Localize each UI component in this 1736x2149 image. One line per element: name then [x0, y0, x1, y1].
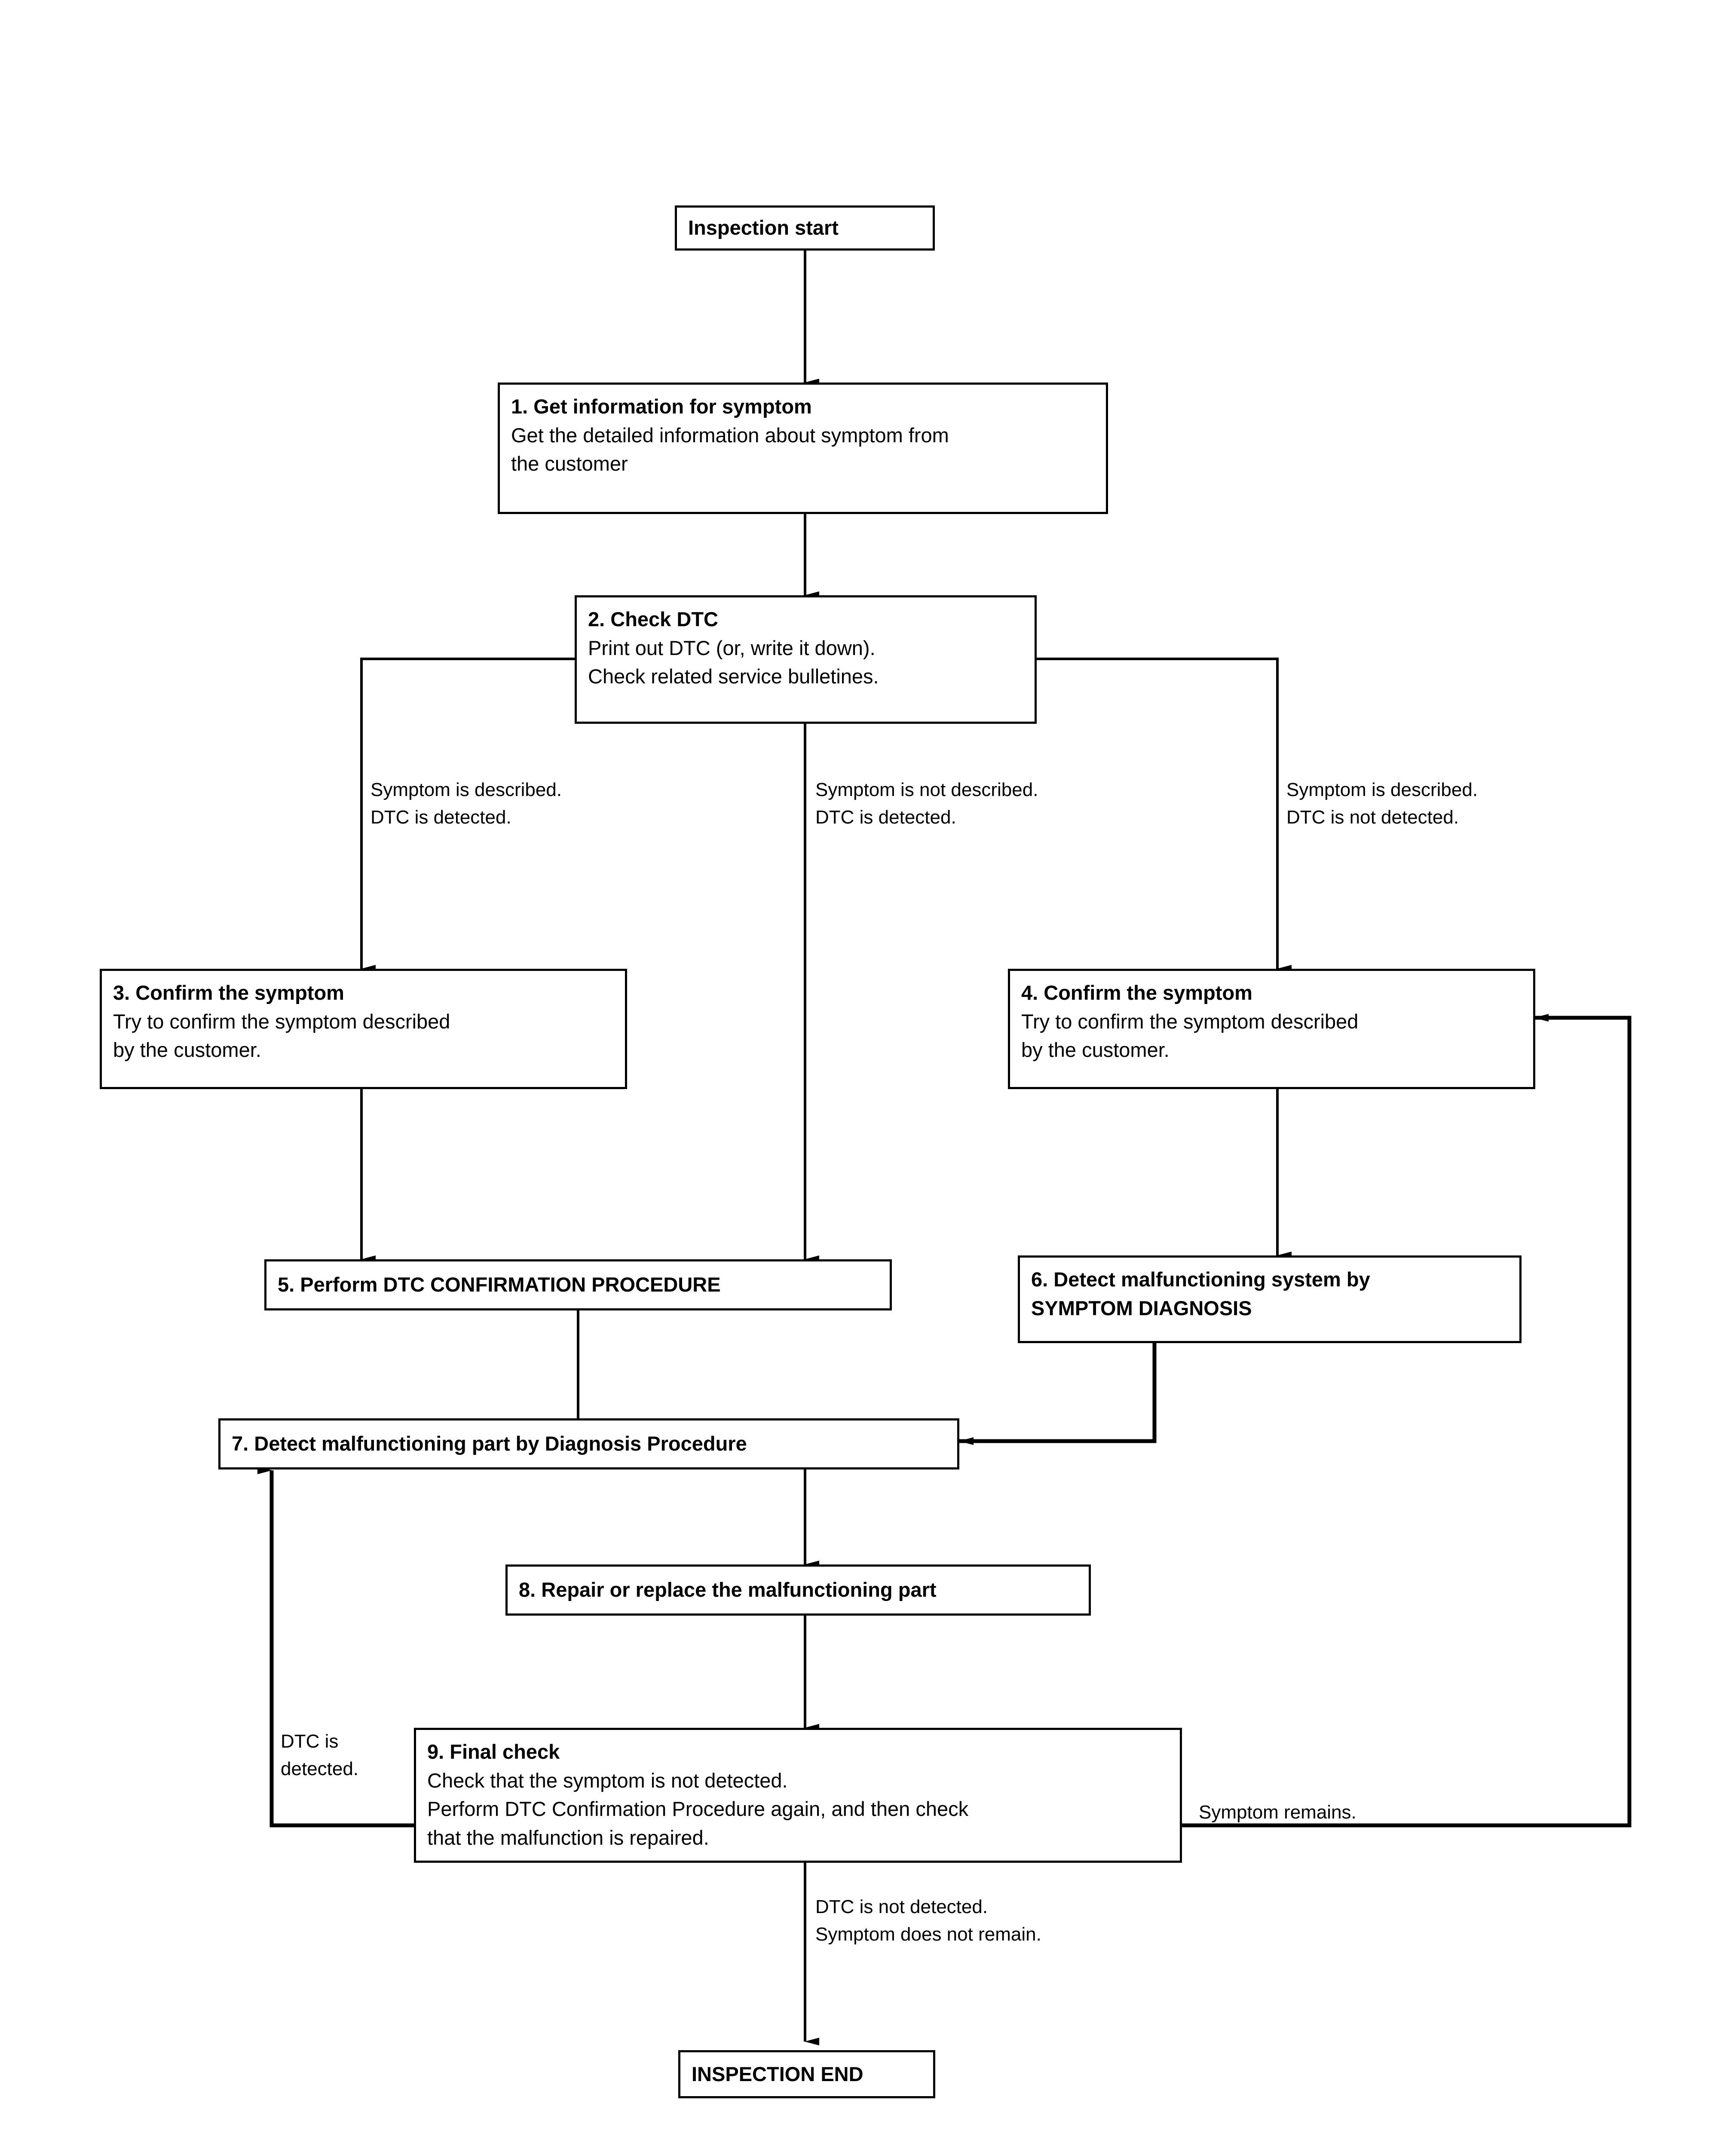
- edge-label-to-end-line1: DTC is not detected.: [815, 1896, 988, 1917]
- edge-label-loop-right: Symptom remains.: [1199, 1799, 1356, 1826]
- node-inspection-end[interactable]: INSPECTION END: [678, 2050, 935, 2098]
- node-step9-line1: Check that the symptom is not detected.: [427, 1769, 788, 1792]
- edge-label-branch-left-line1: Symptom is described.: [370, 779, 562, 800]
- node-step2-line1: Print out DTC (or, write it down).: [588, 636, 876, 659]
- node-step3[interactable]: 3. Confirm the symptom Try to confirm th…: [100, 969, 627, 1089]
- node-step7[interactable]: 7. Detect malfunctioning part by Diagnos…: [218, 1418, 959, 1469]
- node-step8[interactable]: 8. Repair or replace the malfunctioning …: [505, 1564, 1091, 1616]
- node-step4-line2: by the customer.: [1021, 1038, 1170, 1062]
- node-step3-line2: by the customer.: [113, 1038, 261, 1062]
- node-inspection-end-title: INSPECTION END: [692, 2062, 863, 2085]
- node-step1-line2: the customer: [511, 452, 628, 475]
- node-step9[interactable]: 9. Final check Check that the symptom is…: [414, 1728, 1182, 1863]
- edge-label-loop-right-line1: Symptom remains.: [1199, 1802, 1356, 1823]
- node-step2-line2: Check related service bulletines.: [588, 665, 879, 688]
- edge-step2-to-step4: [1037, 658, 1292, 973]
- edge-label-branch-center: Symptom is not described. DTC is detecte…: [815, 776, 1038, 831]
- edge-step6-to-step7: [959, 1343, 1157, 1445]
- node-step6[interactable]: 6. Detect malfunctioning system by SYMPT…: [1018, 1255, 1522, 1343]
- edge-label-loop-left: DTC is detected.: [281, 1728, 358, 1783]
- node-step4-title: 4. Confirm the symptom: [1021, 981, 1252, 1004]
- edge-step9-loop-to-step7: [257, 1466, 414, 1828]
- node-step7-title: 7. Detect malfunctioning part by Diagnos…: [232, 1432, 747, 1455]
- node-step3-title: 3. Confirm the symptom: [113, 981, 344, 1004]
- node-step8-title: 8. Repair or replace the malfunctioning …: [519, 1578, 937, 1601]
- node-step9-line3: that the malfunction is repaired.: [427, 1826, 709, 1849]
- node-step1-title: 1. Get information for symptom: [511, 395, 812, 418]
- node-step6-title-line2: SYMPTOM DIAGNOSIS: [1031, 1296, 1252, 1319]
- node-step1-line1: Get the detailed information about sympt…: [511, 423, 949, 447]
- node-step5[interactable]: 5. Perform DTC CONFIRMATION PROCEDURE: [264, 1259, 892, 1310]
- edge-label-branch-right-line1: Symptom is described.: [1286, 779, 1478, 800]
- node-inspection-start-title: Inspection start: [688, 216, 839, 239]
- node-inspection-start[interactable]: Inspection start: [675, 205, 935, 251]
- node-step3-line1: Try to confirm the symptom described: [113, 1010, 450, 1033]
- edge-label-loop-left-line2: detected.: [281, 1758, 359, 1780]
- node-step6-title: 6. Detect malfunctioning system by: [1031, 1268, 1370, 1291]
- node-step4[interactable]: 4. Confirm the symptom Try to confirm th…: [1008, 969, 1535, 1089]
- node-step4-line1: Try to confirm the symptom described: [1021, 1010, 1359, 1033]
- edge-step2-to-step3: [360, 658, 575, 973]
- node-step5-title: 5. Perform DTC CONFIRMATION PROCEDURE: [278, 1273, 721, 1296]
- edge-label-branch-right-line2: DTC is not detected.: [1286, 807, 1459, 828]
- edge-label-loop-left-line1: DTC is: [281, 1731, 339, 1752]
- node-step2-title: 2. Check DTC: [588, 608, 718, 631]
- edge-label-branch-center-line1: Symptom is not described.: [815, 779, 1038, 800]
- edge-label-branch-left-line2: DTC is detected.: [370, 807, 511, 828]
- node-step9-title: 9. Final check: [427, 1740, 560, 1763]
- edge-label-to-end: DTC is not detected. Symptom does not re…: [815, 1893, 1041, 1948]
- node-step2[interactable]: 2. Check DTC Print out DTC (or, write it…: [575, 595, 1037, 724]
- edge-label-branch-left: Symptom is described. DTC is detected.: [370, 776, 562, 831]
- edge-label-branch-center-line2: DTC is detected.: [815, 807, 956, 828]
- edge-step9-loop-to-step4: [1182, 1014, 1632, 1828]
- node-step9-line2: Perform DTC Confirmation Procedure again…: [427, 1797, 969, 1821]
- edge-label-branch-right: Symptom is described. DTC is not detecte…: [1286, 776, 1478, 831]
- node-step1[interactable]: 1. Get information for symptom Get the d…: [498, 383, 1108, 514]
- edge-label-to-end-line2: Symptom does not remain.: [815, 1924, 1041, 1945]
